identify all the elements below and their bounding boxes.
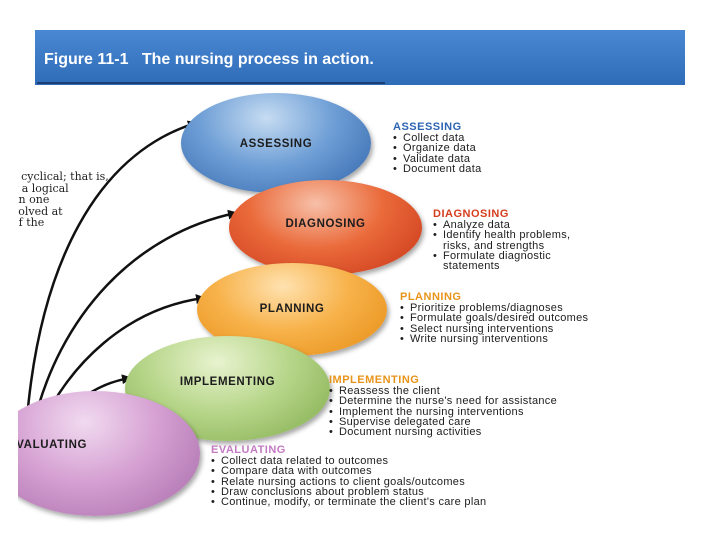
planning-steps: PLANNING •Prioritize problems/diagnoses … bbox=[400, 292, 588, 344]
diagnosing-label: DIAGNOSING bbox=[229, 218, 422, 230]
assessing-steps: ASSESSING •Collect data •Organize data •… bbox=[393, 122, 482, 174]
step-item: statements bbox=[433, 261, 570, 271]
step-item: •Document data bbox=[393, 164, 482, 174]
implementing-heading: IMPLEMENTING bbox=[329, 375, 557, 385]
evaluating-label: EVALUATING bbox=[18, 439, 87, 451]
evaluating-heading: EVALUATING bbox=[211, 445, 486, 455]
step-item: •Document nursing activities bbox=[329, 427, 557, 437]
diagnosing-steps: DIAGNOSING •Analyze data •Identify healt… bbox=[433, 209, 570, 271]
diagnosing-ellipse: DIAGNOSING bbox=[229, 180, 422, 275]
implementing-steps: IMPLEMENTING •Reassess the client •Deter… bbox=[329, 375, 557, 437]
nursing-process-figure: s cyclical; that is, y a logical an one … bbox=[18, 93, 708, 533]
planning-label: PLANNING bbox=[197, 303, 387, 315]
title-underline bbox=[37, 82, 385, 84]
title-banner: Figure 11-1 The nursing process in actio… bbox=[35, 30, 685, 85]
slide-title: Figure 11-1 The nursing process in actio… bbox=[44, 51, 374, 69]
assessing-ellipse: ASSESSING bbox=[181, 93, 371, 193]
evaluating-steps: EVALUATING •Collect data related to outc… bbox=[211, 445, 486, 507]
step-item: •Continue, modify, or terminate the clie… bbox=[211, 497, 486, 507]
step-item: •Write nursing interventions bbox=[400, 334, 588, 344]
implementing-label: IMPLEMENTING bbox=[125, 376, 330, 388]
assessing-label: ASSESSING bbox=[181, 138, 371, 150]
planning-heading: PLANNING bbox=[400, 292, 588, 302]
diagnosing-heading: DIAGNOSING bbox=[433, 209, 570, 219]
assessing-heading: ASSESSING bbox=[393, 122, 482, 132]
